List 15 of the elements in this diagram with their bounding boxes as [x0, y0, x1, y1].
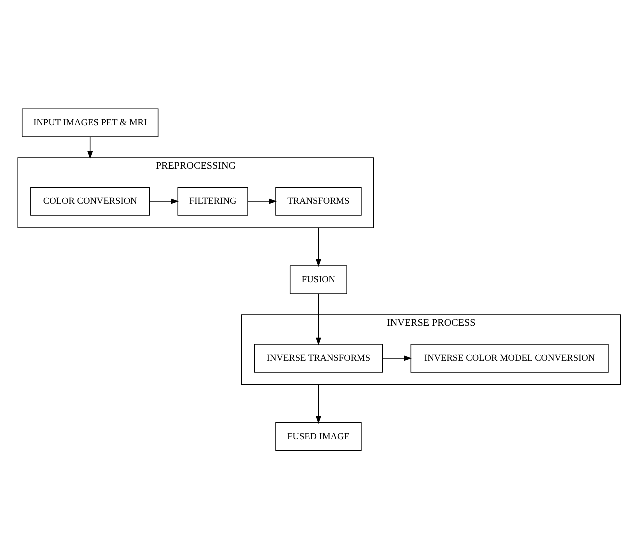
- arrow: [316, 227, 322, 267]
- arrow: [88, 136, 94, 159]
- arrow: [316, 384, 322, 424]
- arrow: [382, 355, 412, 361]
- arrow: [316, 293, 322, 346]
- node-box: INPUT IMAGES PET & MRI: [22, 108, 159, 137]
- node-box: FUSION: [290, 265, 348, 294]
- arrow: [248, 198, 278, 204]
- node-box: INVERSE TRANSFORMS: [254, 344, 384, 372]
- node-box: INVERSE COLOR MODEL CONVERSION: [410, 344, 609, 372]
- node-box: FUSED IMAGE: [276, 422, 362, 451]
- node-box: COLOR CONVERSION: [30, 186, 150, 216]
- arrow: [149, 198, 180, 204]
- node-box: FILTERING: [178, 186, 248, 216]
- node-box: TRANSFORMS: [276, 186, 362, 216]
